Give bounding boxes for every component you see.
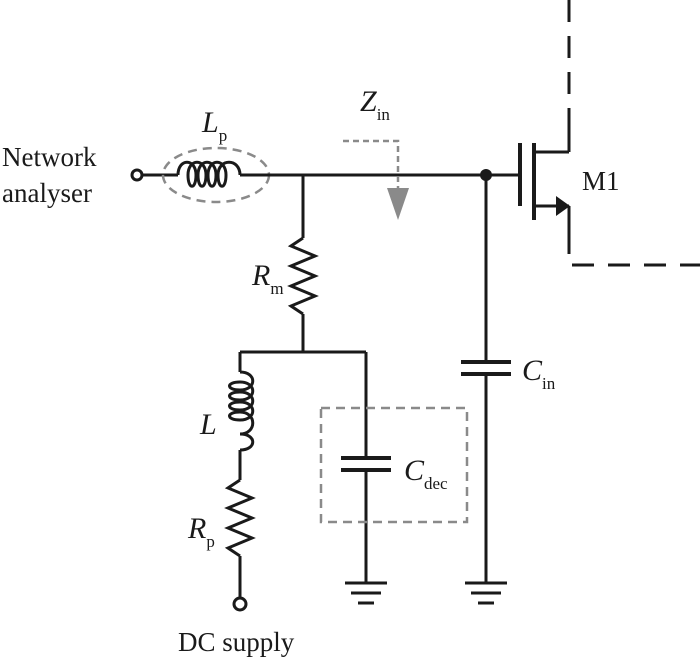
dc-supply-terminal [232, 596, 248, 612]
rp-label: R [187, 512, 206, 545]
l-label: L [199, 408, 217, 441]
zin-arrow-stem [343, 139, 400, 192]
svg-text:Cdec: Cdec [404, 454, 448, 493]
cdec-dashed-box [319, 406, 469, 524]
m1-transistor-icon [518, 118, 571, 232]
cdec-ground-icon [345, 581, 387, 605]
lp-inductor [176, 160, 242, 188]
cin-ground-icon [465, 581, 507, 605]
network-analyser-label-line2: analyser [2, 178, 92, 208]
lp-label: L [201, 106, 219, 139]
svg-text:Lp: Lp [201, 106, 227, 145]
svg-text:DC supply: DC supply [178, 627, 295, 657]
svg-text:Cin: Cin [522, 354, 556, 393]
cdec-label: C [404, 454, 425, 487]
m1-label: M1 [582, 166, 620, 196]
rm-label: R [251, 259, 270, 292]
dc-supply-label: DC supply [178, 627, 295, 657]
rp-resistor [224, 478, 256, 558]
network-analyser-label-line1: Network [2, 142, 97, 172]
zin-arrow-head [387, 188, 409, 220]
zin-label-subscript: in [377, 105, 391, 124]
network-analyser-terminal [130, 168, 144, 182]
svg-text:M1: M1 [582, 166, 620, 196]
rp-label-subscript: p [206, 532, 215, 551]
svg-text:analyser: analyser [2, 178, 92, 208]
rm-resistor [287, 236, 319, 316]
svg-text:Rm: Rm [251, 259, 284, 298]
lp-label-subscript: p [219, 126, 228, 145]
cin-label-subscript: in [542, 374, 556, 393]
rm-label-subscript: m [270, 279, 283, 298]
svg-text:Network: Network [2, 142, 97, 172]
svg-text:L: L [199, 408, 217, 441]
svg-text:Rp: Rp [187, 512, 215, 551]
cin-label: C [522, 354, 543, 387]
zin-label: Z [360, 85, 377, 118]
l-inductor [228, 370, 255, 452]
m1-source-dashed-line [567, 232, 700, 267]
cdec-label-subscript: dec [424, 474, 448, 493]
svg-text:Zin: Zin [360, 85, 390, 124]
